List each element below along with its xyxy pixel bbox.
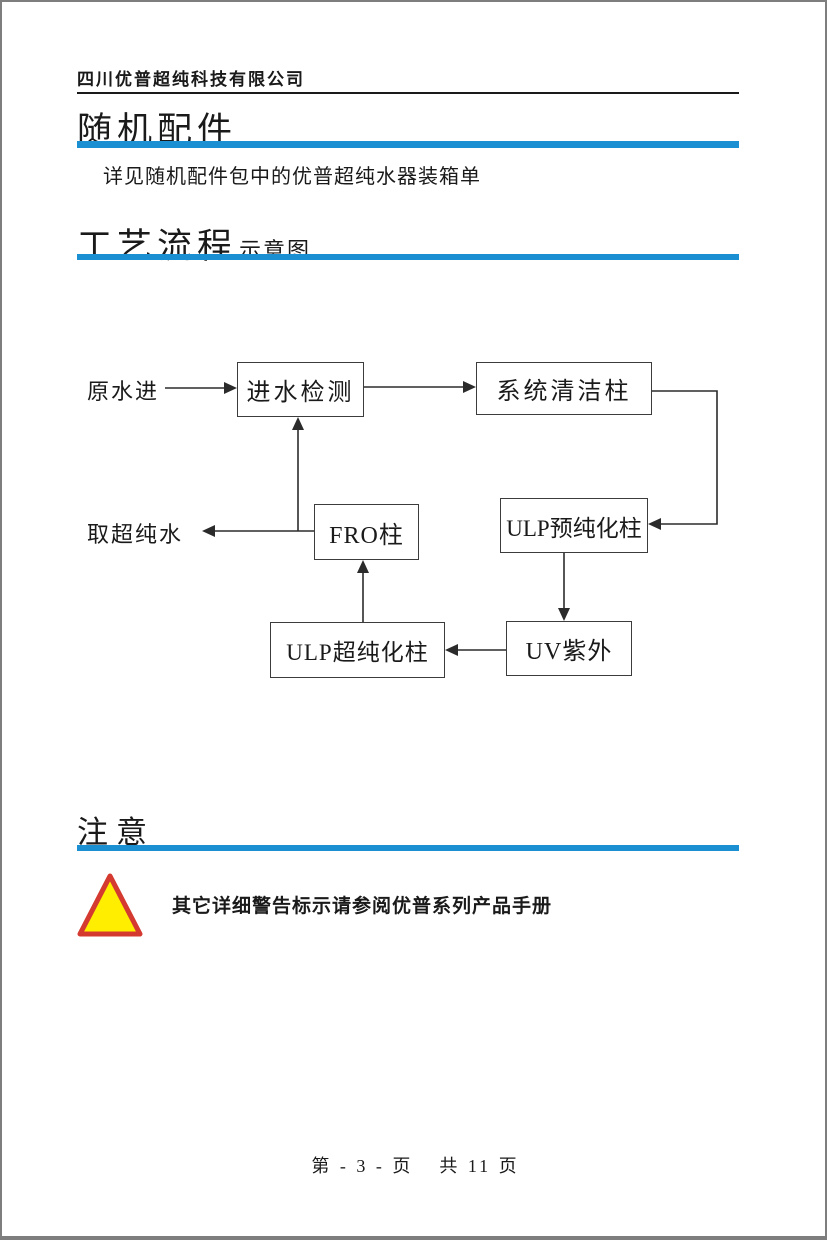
- accessories-body-text: 详见随机配件包中的优普超纯水器装箱单: [103, 166, 481, 188]
- flow-label-raw-water-in: 原水进: [87, 379, 160, 404]
- flow-node-fro: FRO柱: [314, 504, 419, 560]
- footer-total-pages: 共 11 页: [439, 1156, 520, 1176]
- section-title-process: 工艺流程示意图: [77, 218, 311, 269]
- section-title-notice: 注意: [77, 815, 155, 850]
- footer-page-number: 第 - 3 - 页: [311, 1156, 414, 1176]
- warning-triangle-icon: [77, 873, 143, 937]
- page-footer: 第 - 3 - 页 共 11 页: [2, 1152, 825, 1178]
- accessories-title-rule: [77, 141, 739, 148]
- process-title-large: 工艺流程: [77, 227, 238, 266]
- flow-node-uv: UV紫外: [506, 621, 632, 676]
- flow-node-ulp-ultra: ULP超纯化柱: [270, 622, 445, 678]
- flow-node-ulp-pre: ULP预纯化柱: [500, 498, 648, 553]
- flow-node-system-clean: 系统清洁柱: [476, 362, 652, 415]
- company-header: 四川优普超纯科技有限公司: [77, 70, 305, 89]
- notice-warning-text: 其它详细警告标示请参阅优普系列产品手册: [172, 896, 553, 917]
- header-rule: [77, 92, 739, 94]
- flow-label-ultrapure-water-out: 取超纯水: [87, 522, 184, 547]
- flow-node-inlet-check: 进水检测: [237, 362, 364, 417]
- notice-title-rule: [77, 845, 739, 851]
- process-title-rule: [77, 254, 739, 260]
